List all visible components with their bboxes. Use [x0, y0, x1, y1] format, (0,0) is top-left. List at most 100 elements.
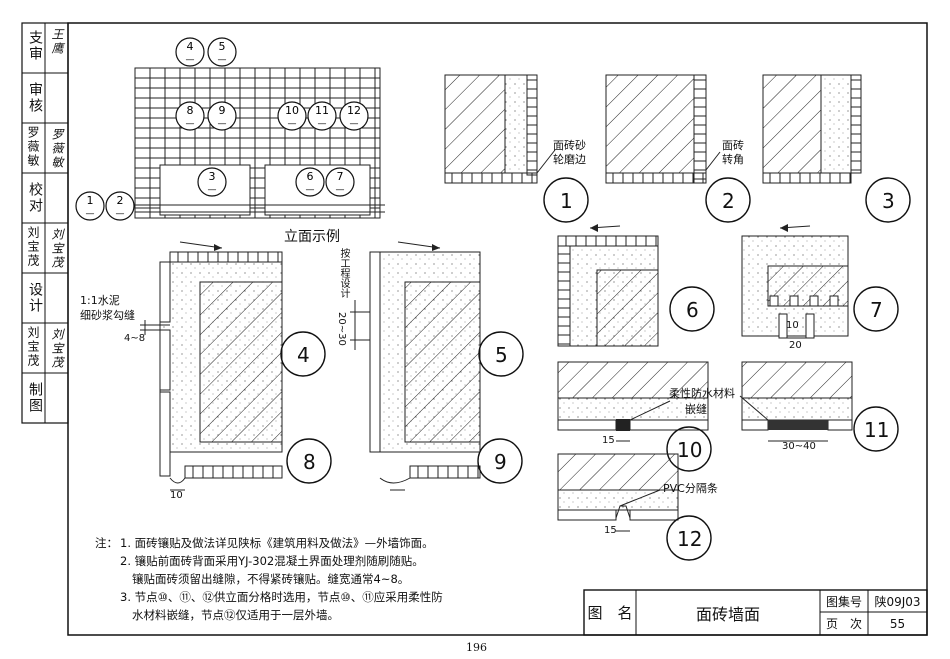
detail-11 — [739, 361, 899, 452]
detail-2-number: 2 — [722, 189, 735, 213]
callout-number: 7 — [337, 170, 344, 183]
detail-10-dim: 15 — [602, 435, 615, 446]
callout-number: 11 — [315, 104, 329, 117]
callout-circle — [75, 191, 105, 221]
callout-circle — [207, 37, 237, 67]
detail-5 — [350, 241, 524, 453]
callout-circle — [175, 37, 205, 67]
callout-number: 10 — [285, 104, 299, 117]
detail-11-number: 11 — [864, 418, 890, 442]
callout-sheet: — — [208, 185, 217, 195]
atlas-value: 陕09J03 — [874, 594, 921, 609]
detail-9 — [379, 438, 523, 491]
detail-10-number: 10 — [677, 438, 703, 462]
callout-sheet: — — [218, 55, 227, 65]
strip-role-7: 刘宝茂 — [26, 326, 40, 368]
callout-number: 2 — [117, 194, 124, 207]
detail-6 — [557, 224, 715, 347]
detail-7-dim-a: 10 — [786, 320, 799, 331]
callout-sheet: — — [336, 185, 345, 195]
strip-role-2: 审核 — [27, 82, 43, 114]
detail-1-label-1: 面砖砂 — [553, 139, 586, 152]
note-line-5: 水材料嵌缝，节点⑫仅适用于一层外墙。 — [132, 608, 339, 622]
callout-number: 3 — [209, 170, 216, 183]
callout-circle — [175, 101, 205, 131]
detail-6-number: 6 — [686, 298, 699, 322]
strip-role-4: 校对 — [27, 182, 43, 214]
callout-number: 4 — [187, 40, 194, 53]
detail-2-label-2: 转角 — [722, 153, 744, 166]
callout-number: 1 — [87, 194, 94, 207]
callout-circle — [197, 167, 227, 197]
detail-10-label-1: 柔性防水材料 — [669, 387, 735, 400]
callout-number: 6 — [307, 170, 314, 183]
detail-4-label-1: 1:1水泥 — [80, 294, 120, 307]
strip-sign-3: 罗薇敏 — [50, 128, 64, 170]
detail-1-number: 1 — [560, 189, 573, 213]
detail-5-number: 5 — [495, 343, 508, 367]
callout-circle — [339, 101, 369, 131]
callout-sheet: — — [288, 119, 297, 129]
detail-7-dim-b: 20 — [789, 340, 802, 351]
callout-sheet: — — [116, 209, 125, 219]
detail-10 — [557, 361, 712, 472]
notes-prefix: 注： — [95, 536, 118, 550]
callout-number: 5 — [219, 40, 226, 53]
callout-circle — [295, 167, 325, 197]
callout-circle — [325, 167, 355, 197]
detail-9-number: 9 — [494, 450, 507, 474]
detail-4-label-2: 细砂浆勾缝 — [80, 309, 135, 322]
callout-circle — [277, 101, 307, 131]
detail-2-label-1: 面砖 — [722, 139, 744, 152]
callout-sheet: — — [306, 185, 315, 195]
left-strip — [21, 22, 69, 424]
drawing-title: 面砖墙面 — [695, 604, 760, 624]
note-line-3: 镶贴面砖须留出缝隙，不得紧砖镶贴。缝宽通常4~8。 — [132, 572, 410, 586]
detail-3-number: 3 — [882, 189, 895, 213]
strip-role-5: 刘宝茂 — [26, 226, 40, 268]
detail-12-dim: 15 — [604, 525, 617, 536]
detail-8-dim: 10 — [170, 490, 183, 501]
callout-circle — [105, 191, 135, 221]
callout-number: 8 — [187, 104, 194, 117]
detail-4 — [140, 241, 326, 453]
callout-sheet: — — [86, 209, 95, 219]
callout-sheet: — — [318, 119, 327, 129]
callout-number: 9 — [219, 104, 226, 117]
detail-1-label-2: 轮磨边 — [553, 153, 586, 166]
detail-5-dim-a: 20~30 — [336, 312, 347, 346]
strip-sign-7: 刘宝茂 — [50, 328, 64, 370]
title-name-label: 图 名 — [587, 604, 633, 622]
callout-sheet: — — [186, 119, 195, 129]
strip-role-6: 设计 — [27, 282, 43, 314]
callout-sheet: — — [218, 119, 227, 129]
detail-7 — [741, 224, 899, 339]
page-label: 页 次 — [825, 617, 862, 631]
note-line-1: 1. 面砖镶贴及做法详见陕标《建筑用料及做法》—外墙饰面。 — [120, 536, 434, 550]
detail-12-number: 12 — [677, 527, 703, 551]
elevation-callouts: 4 — 5 — 8 — 9 — 10 — 11 — 12 — 3 — 6 — 7 — 1 — 2 — — [75, 37, 369, 221]
strip-role-1: 支审 — [27, 30, 43, 62]
detail-8 — [159, 391, 332, 491]
detail-5-dim-b: 按工程设计 — [338, 248, 349, 298]
detail-4-number: 4 — [297, 343, 310, 367]
callout-circle — [207, 101, 237, 131]
detail-11-dim: 30~40 — [782, 441, 816, 452]
strip-role-8: 制图 — [27, 382, 43, 414]
callout-number: 12 — [347, 104, 361, 117]
callout-sheet: — — [350, 119, 359, 129]
elevation-caption: 立面示例 — [284, 229, 340, 245]
strip-role-3: 罗薇敏 — [26, 126, 40, 168]
detail-12 — [557, 453, 712, 561]
detail-3 — [762, 74, 911, 223]
page-value: 55 — [889, 616, 906, 631]
detail-2 — [605, 74, 751, 223]
callout-sheet: — — [186, 55, 195, 65]
strip-sign-5: 刘宝茂 — [50, 228, 64, 270]
detail-10-label-2: 嵌缝 — [685, 403, 707, 416]
detail-12-label: PVC分隔条 — [663, 482, 718, 495]
strip-sign-1: 王鹰 — [50, 28, 64, 56]
callout-circle — [307, 101, 337, 131]
detail-1 — [444, 74, 589, 223]
